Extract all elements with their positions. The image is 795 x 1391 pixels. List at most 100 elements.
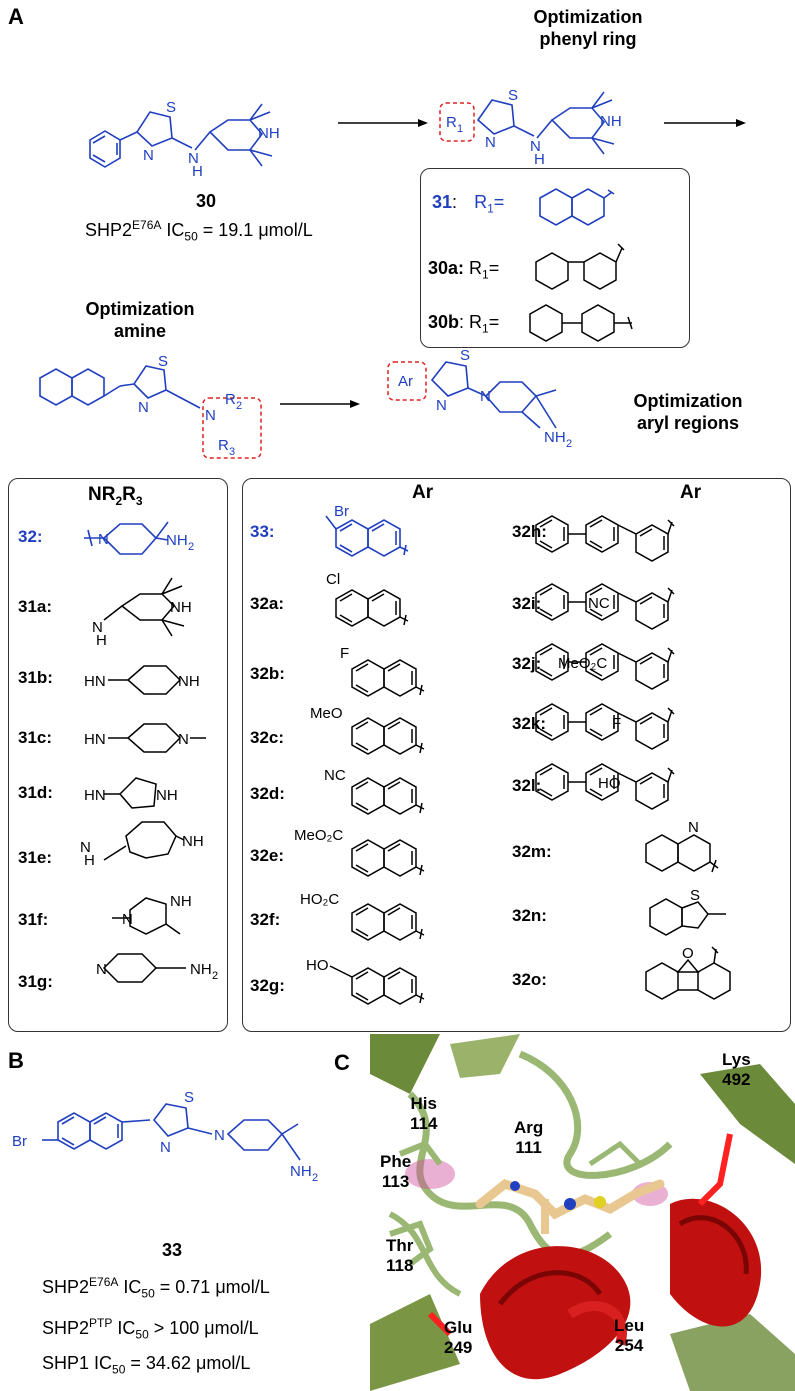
amine-label-31b: 31b: [18, 668, 53, 687]
svg-text:N: N [480, 388, 491, 405]
svg-text:NH: NH [170, 599, 192, 616]
aryl-box [242, 478, 791, 1032]
svg-text:NH: NH [178, 673, 200, 690]
svg-text:2: 2 [212, 970, 218, 982]
svg-text:N: N [98, 531, 109, 548]
svg-text:NH: NH [544, 429, 566, 446]
svg-text:N: N [688, 819, 699, 836]
svg-text:2: 2 [312, 1172, 318, 1184]
aryl-label-32h: 32h: [512, 522, 547, 541]
svg-text:MeO₂C: MeO₂C [294, 827, 343, 844]
svg-text:1: 1 [457, 123, 463, 135]
svg-text:HO: HO [598, 775, 621, 792]
svg-text:F: F [612, 715, 621, 732]
aryl-label-32e: 32e: [250, 846, 285, 865]
aryl-label-32d: 32d: [250, 784, 285, 803]
aryl-header-left: Ar [412, 482, 434, 503]
amine-label-31f: 31f: [18, 910, 49, 929]
aryl-label-32c: 32c: [250, 728, 285, 747]
svg-text:N: N [92, 619, 103, 636]
svg-text:Br: Br [12, 1133, 27, 1150]
svg-text:Cl: Cl [326, 571, 340, 588]
svg-text:Br: Br [334, 503, 349, 520]
svg-text:N: N [188, 150, 199, 167]
svg-text:N: N [205, 407, 216, 424]
svg-text:N: N [122, 911, 133, 928]
compound-30-ic50: SHP2E76A IC50 = 19.1 μmol/L [85, 218, 313, 244]
svg-text:NC: NC [324, 767, 346, 784]
svg-text:H: H [534, 151, 545, 168]
svg-text:HN: HN [84, 731, 106, 748]
svg-text:H: H [192, 163, 203, 180]
docking-pose-image [370, 1034, 795, 1391]
svg-text:NC: NC [588, 595, 610, 612]
svg-text:NH: NH [600, 113, 622, 130]
aryl-label-32l: 32l: [512, 776, 542, 795]
svg-text:NH: NH [156, 787, 178, 804]
svg-text:N: N [178, 731, 189, 748]
svg-text:S: S [508, 87, 518, 104]
svg-text:N: N [80, 839, 91, 856]
compound-33-id: 33 [162, 1240, 183, 1260]
svg-text:N: N [485, 134, 496, 151]
svg-text:N: N [96, 961, 107, 978]
activity-line-2: SHP2PTP IC50 > 100 μmol/L [42, 1315, 259, 1342]
amine-label-31a: 31a: [18, 597, 53, 616]
svg-text:S: S [166, 99, 176, 116]
svg-text:Ar: Ar [398, 373, 413, 390]
svg-text:HO: HO [306, 957, 329, 974]
svg-text:S: S [690, 887, 700, 904]
amine-label-31e: 31e: [18, 848, 53, 867]
svg-text:MeO₂C: MeO₂C [558, 655, 607, 672]
compound-33-activity: SHP2E76A IC50 = 0.71 μmol/L SHP2PTP IC50… [42, 1268, 270, 1385]
svg-text:S: S [158, 353, 168, 370]
svg-text:O: O [682, 945, 694, 962]
activity-line-3: SHP1 IC50 = 34.62 μmol/L [42, 1353, 251, 1377]
svg-text:NH: NH [190, 961, 212, 978]
aryl-label-32g: 32g: [250, 976, 285, 995]
aryl-label-32o: 32o: [512, 970, 547, 989]
svg-text:NH: NH [182, 833, 204, 850]
svg-text:R: R [446, 114, 457, 131]
r1-row-30a: 30a: R1= [428, 258, 500, 282]
amine-label-32: 32: [18, 527, 43, 546]
aryl-header-right: Ar [680, 482, 702, 503]
svg-text:HN: HN [84, 787, 106, 804]
svg-text:N: N [143, 147, 154, 164]
svg-text:R: R [225, 391, 236, 408]
compound-30-id: 30 [196, 191, 217, 211]
svg-text:N: N [214, 1127, 225, 1144]
aryl-label-32i: 32i: [512, 594, 542, 613]
svg-text:N: N [138, 399, 149, 416]
aryl-label-32a: 32a: [250, 594, 285, 613]
r1-row-31: 31: R1= [432, 192, 505, 216]
aryl-label-32f: 32f: [250, 910, 281, 929]
amine-header: NR2R3 [88, 484, 143, 508]
svg-text:R: R [218, 437, 229, 454]
svg-text:H: H [96, 632, 107, 649]
svg-text:2: 2 [236, 400, 242, 412]
aryl-label-32j: 32j: [512, 654, 542, 673]
aryl-label-33: 33: [250, 522, 275, 541]
panel-label-c: C [334, 1050, 350, 1075]
r1-row-30b: 30b: R1= [428, 312, 500, 336]
svg-text:HO₂C: HO₂C [300, 891, 339, 908]
svg-text:F: F [340, 645, 349, 662]
svg-text:N: N [530, 138, 541, 155]
svg-text:N: N [436, 397, 447, 414]
